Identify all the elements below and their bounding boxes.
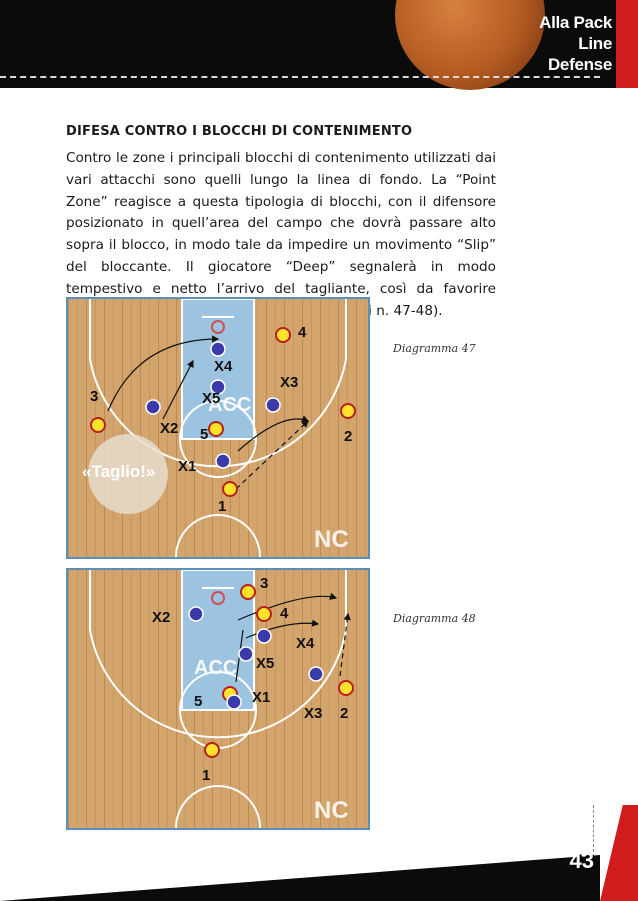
brand-line-2: Line [578, 34, 612, 53]
header-divider [0, 76, 600, 78]
diagram-48: ACC 3 X2 4 X4 X5 5 X1 X3 2 [66, 568, 370, 830]
svg-text:ACC: ACC [194, 657, 237, 679]
taglio-callout: «Taglio!» [82, 462, 155, 481]
page-header: Alla Pack Line Defense [0, 0, 638, 90]
footer-band [0, 855, 600, 901]
player-label: X4 [214, 358, 233, 375]
section-body: Contro le zone i principali blocchi di c… [66, 150, 496, 319]
court-svg: ACC 4 X4 X3 3 X5 X2 5 2 [68, 299, 368, 557]
player-label: X5 [256, 655, 274, 672]
player-label: X1 [178, 458, 196, 475]
player-label: 1 [202, 767, 210, 784]
player-label: 4 [280, 605, 289, 622]
player-label: X4 [296, 635, 315, 652]
court-svg: ACC 3 X2 4 X4 X5 5 X1 X3 2 [68, 570, 368, 828]
footer-accent [600, 805, 638, 901]
player-label: X1 [252, 689, 270, 706]
section-heading: DIFESA CONTRO I BLOCCHI DI CONTENIMENTO [66, 124, 413, 139]
player-label: 2 [340, 705, 348, 722]
brand-line-1: Alla Pack [539, 13, 612, 32]
header-accent [616, 0, 638, 88]
player-label: 1 [218, 498, 226, 515]
player-label: 2 [344, 428, 352, 445]
diagram-48-caption: Diagramma 48 [393, 612, 476, 625]
player-label: 5 [200, 426, 208, 443]
diagram-47: ACC 4 X4 X3 3 X5 X2 5 2 [66, 297, 370, 559]
player-label: X2 [160, 420, 178, 437]
player-label: X5 [202, 390, 220, 407]
diagram-47-caption: Diagramma 47 [393, 342, 476, 355]
player-label: X2 [152, 609, 170, 626]
player-label: 4 [298, 324, 307, 341]
player-label: 3 [260, 575, 268, 592]
nc-logo-icon: NC [314, 526, 349, 553]
brand-title: Alla Pack Line Defense [539, 12, 612, 75]
brand-line-3: Defense [547, 55, 612, 74]
taglio-highlight [88, 434, 168, 514]
player-label: 3 [90, 388, 98, 405]
player-label: X3 [304, 705, 322, 722]
footer-divider [593, 805, 594, 901]
page-number: 43 [569, 848, 594, 873]
svg-text:ACC: ACC [208, 394, 251, 416]
player-label: 5 [194, 693, 202, 710]
player-label: X3 [280, 374, 298, 391]
nc-logo-icon: NC [314, 797, 349, 824]
